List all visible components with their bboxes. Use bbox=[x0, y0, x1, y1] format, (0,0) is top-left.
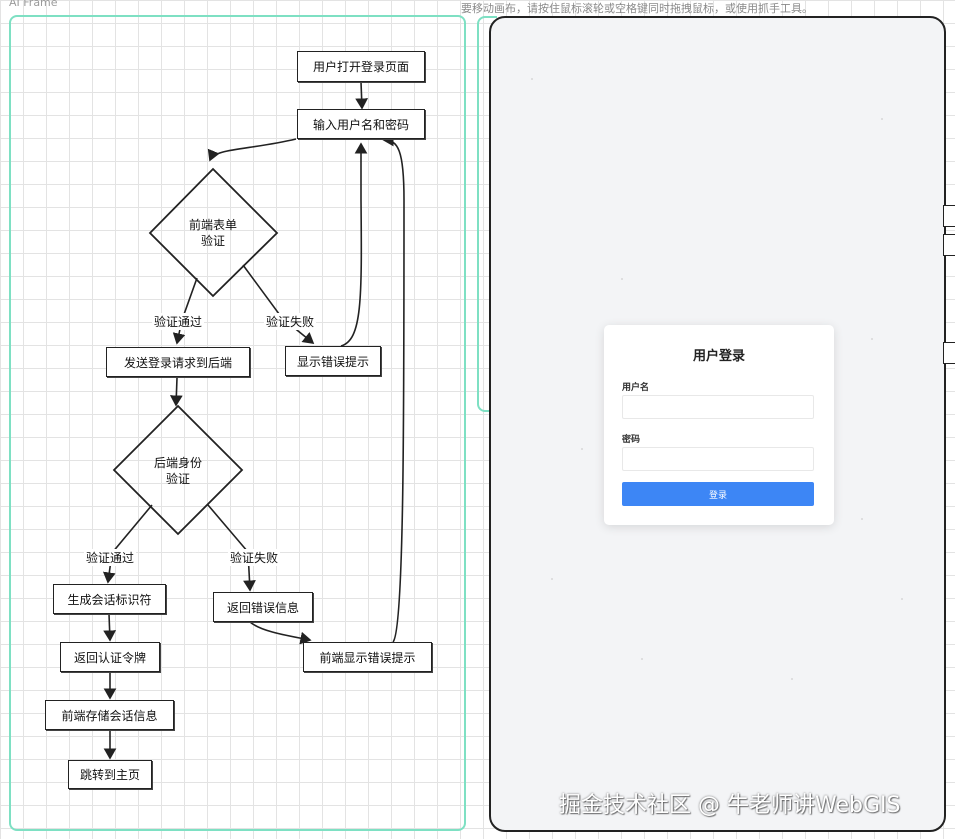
canvas-dot bbox=[791, 678, 793, 680]
canvas-hint: 要移动画布，请按住鼠标滚轮或空格键同时拖拽鼠标，或使用抓手工具。 bbox=[461, 2, 813, 15]
node-backend-auth[interactable]: 后端身份 验证 bbox=[148, 455, 208, 487]
login-title: 用户登录 bbox=[692, 349, 745, 364]
node-return-error[interactable]: 返回错误信息 bbox=[213, 592, 313, 622]
canvas-dot bbox=[871, 338, 873, 340]
canvas-dot bbox=[531, 78, 533, 80]
password-input[interactable] bbox=[622, 447, 814, 471]
edge-auth-pass bbox=[102, 504, 153, 584]
watermark: 掘金技术社区 @ 牛老师讲WebGIS bbox=[559, 793, 901, 818]
edge-label-fail-2: 验证失败 bbox=[228, 549, 281, 566]
node-return-token[interactable]: 返回认证令牌 bbox=[60, 642, 160, 672]
username-input[interactable] bbox=[622, 395, 814, 419]
frame-label: AI Frame bbox=[9, 0, 58, 9]
node-show-error[interactable]: 显示错误提示 bbox=[285, 346, 381, 376]
edge-label-pass-2: 验证通过 bbox=[84, 549, 137, 566]
login-button[interactable]: 登录 bbox=[622, 482, 814, 506]
edge-label-pass-1: 验证通过 bbox=[152, 313, 205, 330]
node-generate-session[interactable]: 生成会话标识符 bbox=[53, 584, 166, 614]
node-send-request[interactable]: 发送登录请求到后端 bbox=[106, 347, 250, 377]
diamond-frontend bbox=[148, 167, 279, 298]
edge-error-loop bbox=[340, 142, 368, 347]
canvas-dot bbox=[581, 448, 583, 450]
password-label: 密码 bbox=[622, 435, 641, 445]
edge-label-fail-1: 验证失败 bbox=[264, 313, 317, 330]
canvas-dot bbox=[901, 598, 903, 600]
ai-frame[interactable] bbox=[9, 15, 466, 831]
edge-error-to-frontend bbox=[249, 621, 312, 645]
phone-preview-frame[interactable]: 用户登录 用户名 密码 登录 bbox=[489, 16, 946, 832]
offscreen-node[interactable] bbox=[943, 342, 955, 364]
edge-auth-fail bbox=[207, 504, 256, 592]
edge-valid-fail bbox=[242, 264, 315, 345]
login-card: 用户登录 用户名 密码 登录 bbox=[604, 325, 834, 525]
second-frame-edge[interactable] bbox=[477, 16, 497, 412]
canvas-dot bbox=[881, 118, 883, 120]
canvas-dot bbox=[551, 578, 553, 580]
node-frontend-validation[interactable]: 前端表单 验证 bbox=[183, 217, 243, 249]
canvas-dot bbox=[621, 278, 623, 280]
edge-valid-pass bbox=[172, 277, 198, 345]
node-backend-auth-line2: 验证 bbox=[165, 472, 190, 486]
diamond-backend bbox=[112, 404, 244, 536]
offscreen-node[interactable] bbox=[943, 234, 955, 256]
node-frontend-validation-line1: 前端表单 bbox=[188, 218, 237, 232]
node-open-login[interactable]: 用户打开登录页面 bbox=[297, 51, 425, 82]
node-frontend-show-error[interactable]: 前端显示错误提示 bbox=[303, 642, 432, 672]
node-backend-auth-line1: 后端身份 bbox=[153, 456, 202, 470]
offscreen-node[interactable] bbox=[943, 205, 955, 227]
node-frontend-validation-line2: 验证 bbox=[200, 234, 225, 248]
edge-frontend-loop bbox=[382, 133, 405, 643]
canvas-dot bbox=[641, 658, 643, 660]
node-input-credentials[interactable]: 输入用户名和密码 bbox=[297, 109, 425, 139]
node-redirect-home[interactable]: 跳转到主页 bbox=[68, 760, 152, 789]
username-label: 用户名 bbox=[622, 383, 650, 393]
node-store-session[interactable]: 前端存储会话信息 bbox=[45, 700, 174, 730]
canvas-dot bbox=[861, 518, 863, 520]
edge-input-to-validation bbox=[207, 138, 297, 162]
edge-send-to-backend bbox=[169, 377, 183, 407]
edge-session-to-token bbox=[103, 613, 117, 642]
edge-open-to-input bbox=[355, 81, 369, 110]
